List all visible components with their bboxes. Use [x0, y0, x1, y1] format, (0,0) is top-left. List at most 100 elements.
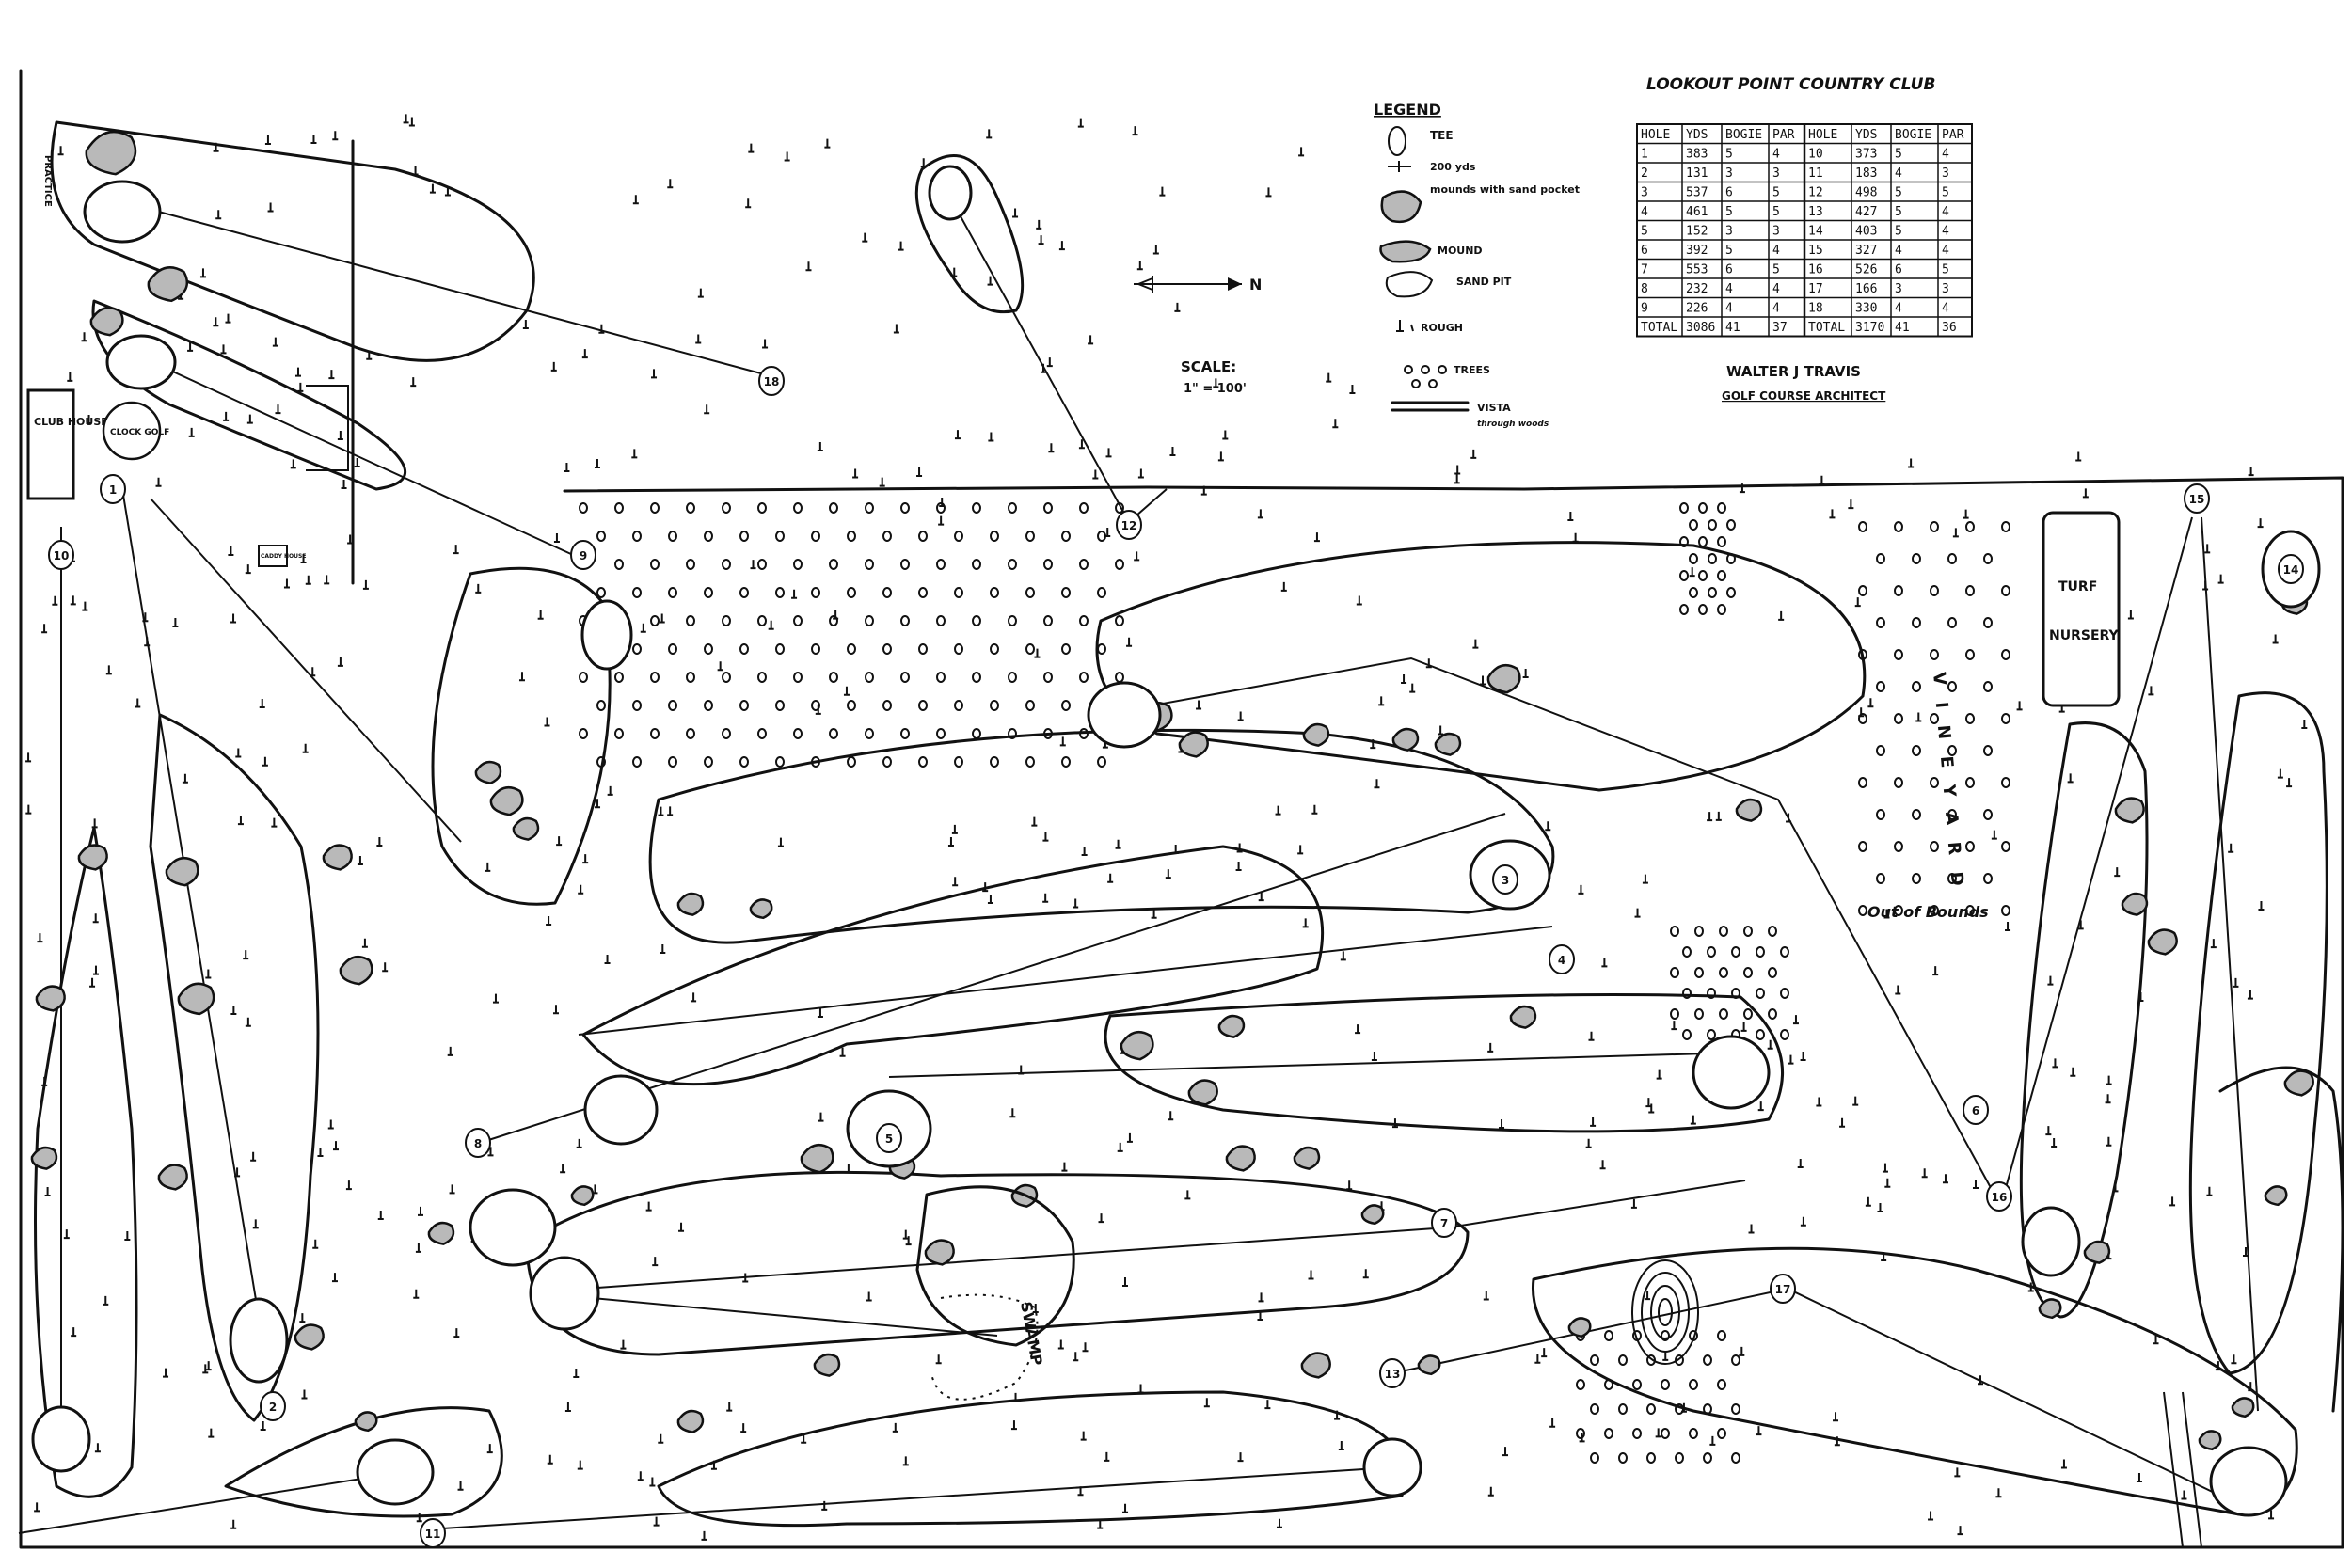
- green-hole-4: [583, 1074, 659, 1146]
- svg-text:11: 11: [425, 1528, 441, 1541]
- scorecard-cell: 4: [1942, 205, 1949, 219]
- fairway-hole-10: [34, 826, 138, 1498]
- svg-text:ROUGH: ROUGH: [1421, 322, 1463, 334]
- svg-text:4: 4: [1558, 954, 1565, 967]
- sand-pit-icon: [1385, 271, 1434, 298]
- fairway-hole-9: [91, 299, 407, 491]
- scorecard-cell: 5: [1895, 186, 1902, 200]
- fairways: [34, 120, 2344, 1528]
- scorecard-cell: 4: [1942, 148, 1949, 162]
- scorecard-cell: 3: [1641, 186, 1648, 200]
- scorecard-cell: 5: [1772, 205, 1780, 219]
- scorecard-cell: 18: [1808, 302, 1823, 316]
- hole-marker-14: 14: [2278, 554, 2304, 584]
- fairway-hole-3: [648, 728, 1555, 944]
- hole-marker-7: 7: [1431, 1208, 1457, 1238]
- tee-icon: [1388, 126, 1406, 156]
- fairway-hole-8: [431, 566, 612, 906]
- scorecard-cell: 4: [1772, 244, 1780, 258]
- scorecard-cell: 15: [1808, 244, 1823, 258]
- swamp: SWAMP: [915, 1185, 1075, 1401]
- turf-nursery-label: TURF: [2058, 579, 2097, 594]
- scorecard-header-cell: YDS: [1686, 128, 1708, 142]
- scorecard-cell: 13: [1808, 205, 1823, 219]
- scorecard-cell: 392: [1686, 244, 1708, 258]
- scorecard-cell: 183: [1855, 166, 1877, 181]
- rough-icon: [1396, 320, 1414, 332]
- hole-marker-1: 1: [100, 474, 126, 504]
- svg-text:CLUB HOUSE: CLUB HOUSE: [34, 416, 108, 428]
- fairway-hole-15: [2019, 721, 2149, 1319]
- svg-text:16: 16: [1992, 1191, 2008, 1204]
- architect-title: GOLF COURSE ARCHITECT: [1722, 389, 1886, 403]
- scorecard-header-cell: PAR: [1772, 128, 1795, 142]
- svg-text:CLOCK GOLF: CLOCK GOLF: [110, 428, 169, 437]
- scorecard-cell: 7: [1641, 263, 1648, 277]
- scorecard-cell: 5: [1772, 263, 1780, 277]
- svg-text:18: 18: [764, 375, 780, 388]
- scorecard-header-cell: YDS: [1855, 128, 1877, 142]
- svg-text:1: 1: [109, 483, 117, 497]
- hole-marker-13: 13: [1379, 1358, 1406, 1388]
- scorecard-cell: 3: [1772, 225, 1780, 239]
- tree-stipple: [579, 502, 2010, 1464]
- scorecard-cell: 41: [1895, 321, 1910, 335]
- legend: LEGEND TEE 200 yds mounds with sand pock…: [1374, 101, 1580, 429]
- green-hole-12: [1362, 1437, 1422, 1497]
- scorecard-cell: 3: [1895, 282, 1902, 296]
- hole-marker-9: 9: [570, 540, 596, 570]
- svg-text:through woods: through woods: [1477, 420, 1549, 429]
- scorecard-cell: 427: [1855, 205, 1877, 219]
- scorecard-cell: 17: [1808, 282, 1823, 296]
- hole-marker-2: 2: [260, 1391, 286, 1421]
- hole-marker-16: 16: [1986, 1181, 2012, 1212]
- hole-marker-17: 17: [1770, 1274, 1796, 1304]
- scorecard-cell: 4: [1725, 302, 1733, 316]
- scorecard-cell: 330: [1855, 302, 1877, 316]
- scorecard-cell: 5: [1725, 244, 1733, 258]
- scorecard-cell: 152: [1686, 225, 1708, 239]
- scorecard-cell: 14: [1808, 225, 1823, 239]
- rough-marks: [25, 114, 2308, 1541]
- scorecard-cell: 5: [1725, 205, 1733, 219]
- scale-note: SCALE: 1" = 100': [1181, 358, 1247, 396]
- scorecard-cell: 41: [1725, 321, 1740, 335]
- green-hole-13: [2209, 1446, 2288, 1517]
- scorecard-cell: 5: [1725, 148, 1733, 162]
- scorecard-cell: 327: [1855, 244, 1877, 258]
- mound-sand-icon: [1380, 190, 1422, 224]
- scorecard-header-cell: BOGIE: [1895, 128, 1931, 142]
- svg-text:8: 8: [474, 1137, 482, 1150]
- scorecard-cell: 3: [1942, 166, 1949, 181]
- fairway-hole-14: [2188, 691, 2328, 1375]
- scorecard-cell: TOTAL: [1641, 321, 1677, 335]
- svg-text:SAND PIT: SAND PIT: [1456, 276, 1512, 288]
- scorecard-cell: 4: [1895, 302, 1902, 316]
- scorecard-cell: 403: [1855, 225, 1877, 239]
- clock-golf: CLOCK GOLF: [102, 401, 169, 461]
- swamp-label: SWAMP: [1017, 1300, 1046, 1367]
- scorecard-cell: 232: [1686, 282, 1708, 296]
- svg-text:TREES: TREES: [1454, 364, 1490, 376]
- svg-text:mounds with sand pocket: mounds with sand pocket: [1430, 183, 1580, 196]
- svg-text:13: 13: [1385, 1368, 1401, 1381]
- scorecard-cell: 4: [1942, 244, 1949, 258]
- fairway-hole-12: [657, 1390, 1407, 1528]
- green-hole-15: [2021, 1206, 2081, 1277]
- green-hole-16: [1087, 681, 1162, 749]
- hole-marker-18: 18: [758, 366, 785, 396]
- scorecard-cell: 4: [1895, 244, 1902, 258]
- scorecard-header-cell: HOLE: [1808, 128, 1837, 142]
- scorecard-cell: 526: [1855, 263, 1877, 277]
- scorecard-cell: 2: [1641, 166, 1648, 181]
- scorecard-header-cell: PAR: [1942, 128, 1964, 142]
- hole-marker-15: 15: [2184, 483, 2210, 514]
- svg-text:2: 2: [269, 1401, 277, 1414]
- svg-text:3: 3: [1502, 874, 1509, 887]
- scorecard-cell: 131: [1686, 166, 1708, 181]
- hole-marker-3: 3: [1492, 864, 1518, 895]
- hill-contours: [1631, 1259, 1699, 1365]
- scorecard-cell: 461: [1686, 205, 1708, 219]
